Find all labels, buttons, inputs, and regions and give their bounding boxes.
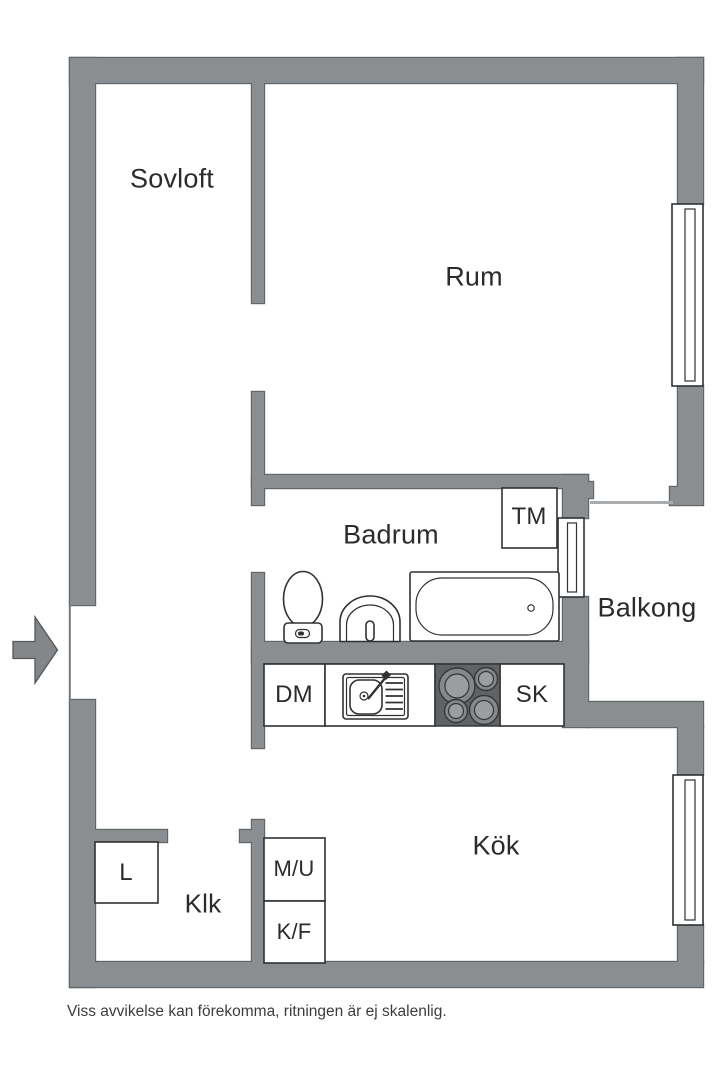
rum-window [671,203,704,387]
room-label-badrum: Badrum [343,519,439,550]
label-tm: TM [511,503,547,530]
room-label-rum: Rum [445,261,503,292]
room-label-kok: Kök [472,830,520,861]
balcony-door [557,517,585,598]
room-label-klk: Klk [184,888,222,919]
kitchen-sink [342,670,409,720]
faucet-icon [381,670,391,680]
entrance-arrow-icon [12,614,59,686]
room-label-balkong: Balkong [597,592,697,623]
disclaimer-text: Viss avvikelse kan förekomma, ritningen … [67,1003,447,1020]
drainboard-lines [385,682,403,710]
bathroom-sink [339,595,401,643]
dishwasher-box [263,663,326,727]
toilet [282,570,324,644]
label-mu: M/U [273,856,315,881]
washing-machine-box [501,487,558,549]
cupboard-box [499,663,565,727]
entrance-threshold-line [68,605,71,700]
kitchen-window [672,774,704,926]
label-sk: SK [515,681,549,708]
closet-l-box [94,841,159,904]
stove [434,663,501,727]
label-kf: K/F [276,919,312,944]
balcony-edge-line [590,501,673,504]
fridge-freezer-box [263,900,326,964]
bathtub [409,571,560,642]
room-label-sovloft: Sovloft [130,163,214,194]
label-l: L [119,859,133,886]
microwave-oven-box [263,837,326,902]
label-dm: DM [275,681,313,708]
